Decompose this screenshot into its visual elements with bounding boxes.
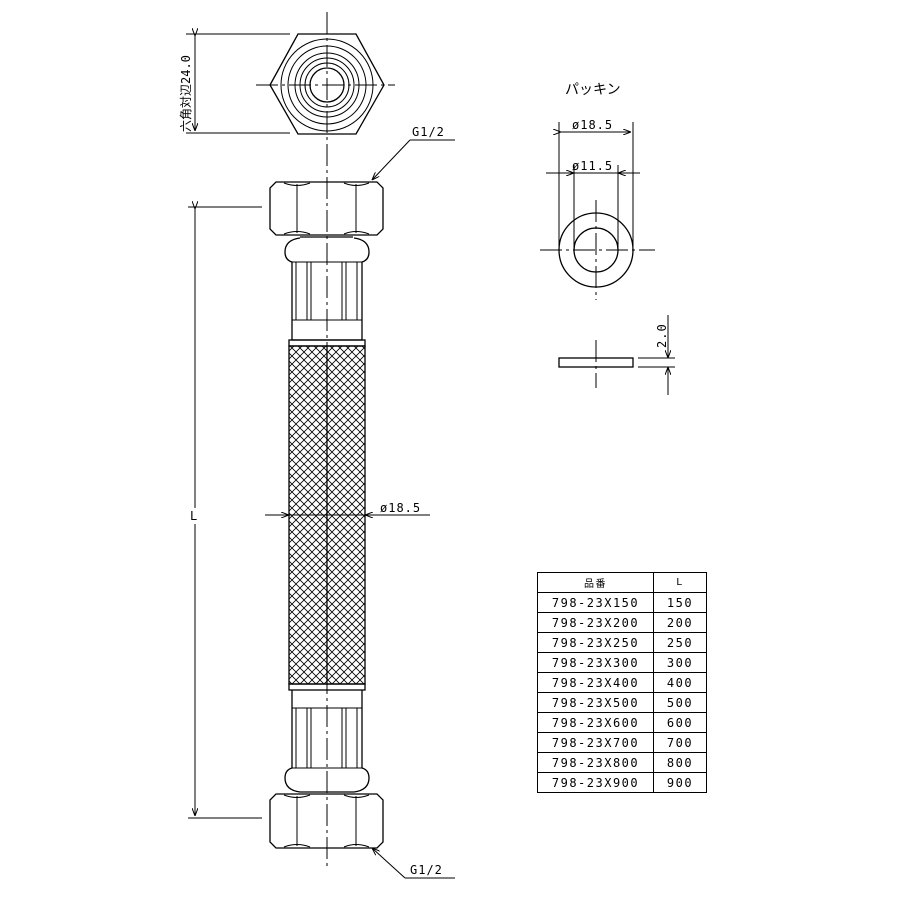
part-number-cell: 798-23X150 (537, 592, 654, 613)
length-cell: 300 (653, 652, 707, 673)
length-cell: 800 (653, 752, 707, 773)
hose-diameter-dimension: ø18.5 (265, 501, 430, 515)
part-number-cell: 798-23X200 (537, 612, 654, 633)
packing-thickness-label: 2.0 (655, 323, 669, 348)
thread-leader-top: G1/2 (372, 125, 455, 180)
thread-leader-bottom: G1/2 (372, 848, 455, 879)
part-number-cell: 798-23X400 (537, 672, 654, 693)
table-header-row: 品番 L (537, 572, 707, 593)
thread-label-bottom: G1/2 (410, 863, 443, 877)
length-cell: 200 (653, 612, 707, 633)
packing-inner-diameter-label: ø11.5 (572, 159, 613, 173)
top-nut (269, 181, 384, 236)
packing-detail: パッキン ø18.5 ø11.5 2.0 (540, 82, 675, 395)
part-number-cell: 798-23X600 (537, 712, 654, 733)
bottom-sleeve (284, 683, 370, 793)
part-number-cell: 798-23X250 (537, 632, 654, 653)
length-cell: 150 (653, 592, 707, 613)
length-cell: 900 (653, 772, 707, 793)
hex-dimension: 六角対辺24.0 (179, 34, 290, 134)
length-cell: 500 (653, 692, 707, 713)
packing-outer-diameter-label: ø18.5 (572, 118, 613, 132)
length-dimension: L (188, 207, 262, 819)
top-sleeve (284, 236, 370, 347)
length-cell: 700 (653, 732, 707, 753)
part-number-cell: 798-23X800 (537, 752, 654, 773)
length-label: L (190, 509, 197, 523)
part-number-cell: 798-23X900 (537, 772, 654, 793)
header-length: L (653, 572, 707, 593)
hex-end-view (256, 33, 395, 135)
length-cell: 250 (653, 632, 707, 653)
hex-dimension-label: 六角対辺24.0 (179, 55, 193, 132)
length-cell: 600 (653, 712, 707, 733)
part-number-cell: 798-23X700 (537, 732, 654, 753)
thread-label-top: G1/2 (412, 125, 445, 139)
header-part-number: 品番 (537, 572, 654, 593)
packing-title: パッキン (565, 82, 621, 98)
hose-diameter-label: ø18.5 (380, 501, 421, 515)
part-number-cell: 798-23X500 (537, 692, 654, 713)
length-cell: 400 (653, 672, 707, 693)
part-number-cell: 798-23X300 (537, 652, 654, 673)
